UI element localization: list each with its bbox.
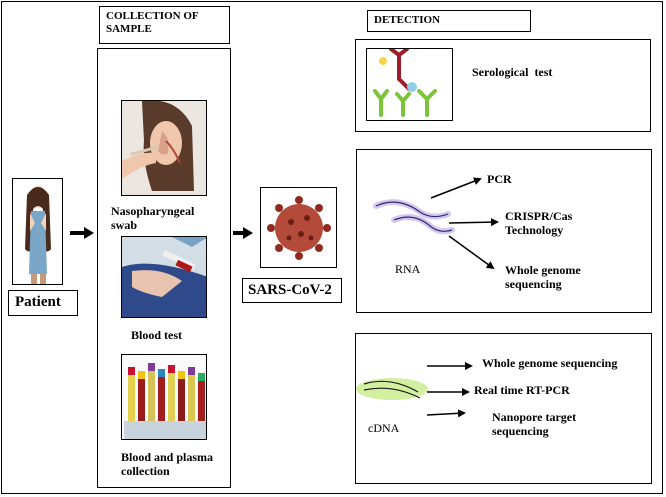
- swab-label: Nasopharyngeal swab: [111, 204, 195, 232]
- virus-label: SARS-CoV-2: [248, 282, 332, 298]
- rna-method-pcr: PCR: [487, 172, 512, 186]
- patient-image: [12, 178, 63, 285]
- main-arrow-collection-to-virus: [233, 227, 253, 239]
- plasma-label: Blood and plasma collection: [121, 450, 214, 478]
- patient-label-box: Patient: [8, 290, 78, 316]
- swab-image: [121, 100, 207, 196]
- serology-label: Serological test: [472, 65, 553, 79]
- cdna-panel: [355, 333, 652, 484]
- cdna-label: cDNA: [368, 421, 400, 435]
- cdna-method-nanopore: Nanopore target sequencing: [492, 410, 577, 438]
- collection-header: COLLECTION OF SAMPLE: [99, 6, 230, 44]
- blood-test-label: Blood test: [131, 328, 182, 342]
- virus-image: [260, 187, 337, 268]
- antibody-image: [366, 48, 453, 121]
- rna-method-wgs: Whole genome sequencing: [505, 263, 581, 291]
- main-arrow-patient-to-collection: [70, 227, 94, 239]
- rna-panel: [356, 149, 652, 313]
- virus-label-box: SARS-CoV-2: [242, 278, 342, 303]
- rna-label: RNA: [395, 262, 421, 276]
- rna-method-crispr: CRISPR/Cas Technology: [505, 209, 573, 237]
- cdna-method-wgs: Whole genome sequencing: [482, 356, 618, 370]
- blood-test-image: [121, 236, 207, 318]
- detection-header: DETECTION: [367, 10, 531, 32]
- cdna-method-rtpcr: Real time RT-PCR: [474, 383, 570, 397]
- plasma-image: [121, 354, 207, 440]
- patient-label: Patient: [15, 294, 61, 310]
